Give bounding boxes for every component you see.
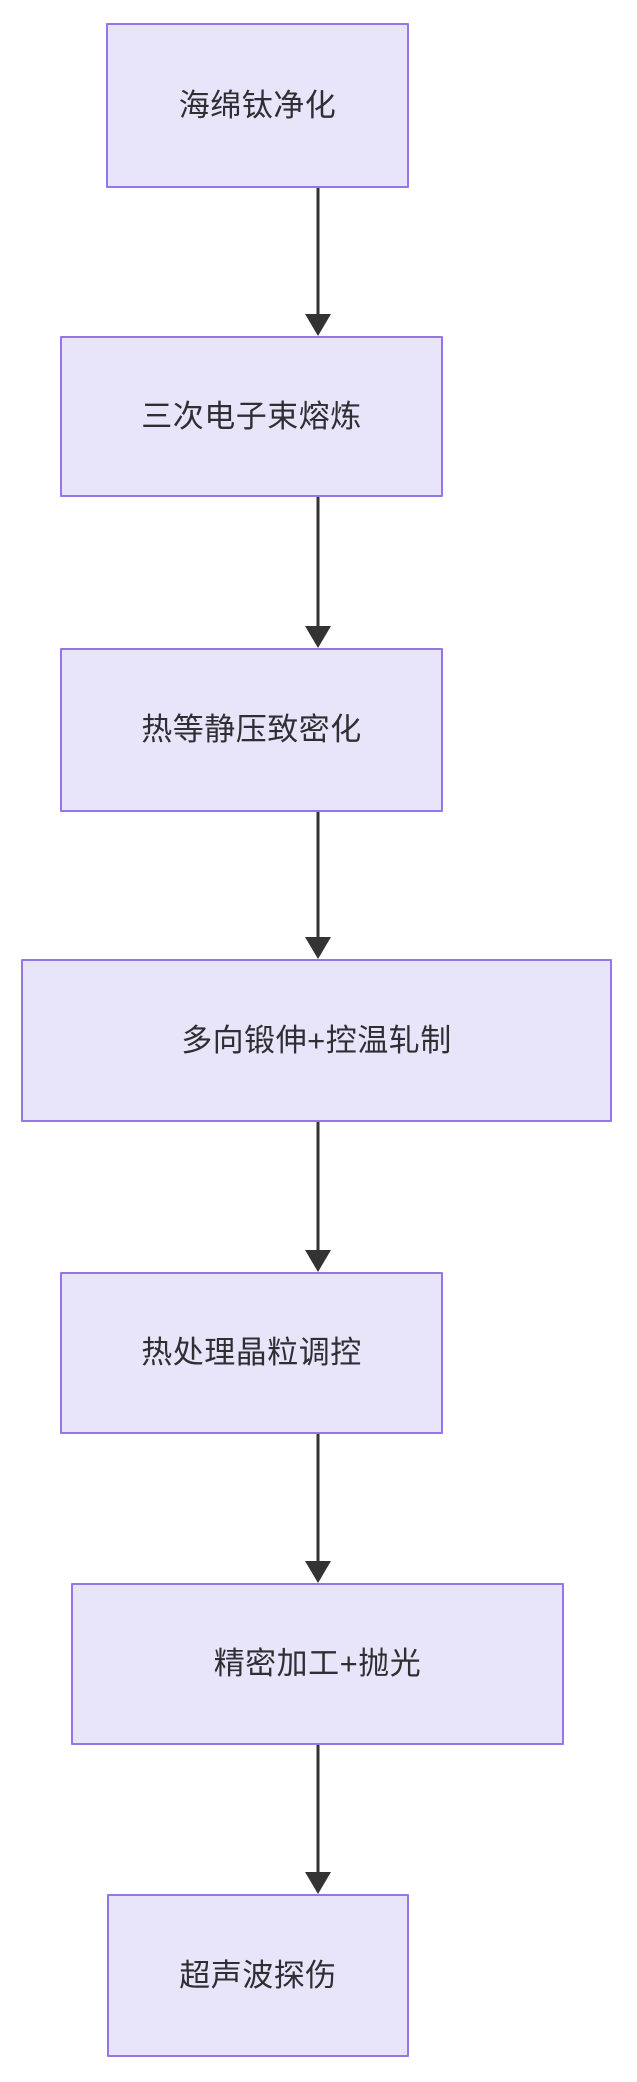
- flowchart-node-label: 热等静压致密化: [141, 712, 362, 748]
- flowchart-edge: [305, 497, 331, 648]
- flowchart-node-label: 热处理晶粒调控: [141, 1335, 362, 1371]
- flowchart-node-label: 三次电子束熔炼: [141, 398, 362, 434]
- edge-arrowhead-icon: [305, 314, 331, 336]
- flowchart-node[interactable]: 精密加工+抛光: [71, 1583, 564, 1745]
- flowchart-edge: [305, 1434, 331, 1583]
- edge-arrowhead-icon: [305, 1250, 331, 1272]
- edge-arrowhead-icon: [305, 626, 331, 648]
- flowchart-node[interactable]: 多向锻伸+控温轧制: [21, 959, 612, 1122]
- flowchart-node[interactable]: 热处理晶粒调控: [60, 1272, 443, 1434]
- edge-arrowhead-icon: [305, 1872, 331, 1894]
- flowchart-edge: [305, 1122, 331, 1272]
- edge-arrowhead-icon: [305, 937, 331, 959]
- flowchart-node[interactable]: 超声波探伤: [107, 1894, 409, 2057]
- flowchart-node[interactable]: 三次电子束熔炼: [60, 336, 443, 497]
- flowchart-edge: [305, 1745, 331, 1894]
- flowchart-edge: [305, 812, 331, 959]
- flowchart-node[interactable]: 海绵钛净化: [106, 23, 409, 188]
- flowchart-node-label: 海绵钛净化: [178, 87, 337, 123]
- flowchart-edge: [305, 188, 331, 336]
- flowchart-node-label: 超声波探伤: [179, 1957, 337, 1993]
- flowchart-node-label: 精密加工+抛光: [213, 1646, 422, 1682]
- flowchart-node-label: 多向锻伸+控温轧制: [181, 1022, 452, 1058]
- flowchart-node[interactable]: 热等静压致密化: [60, 648, 443, 812]
- edge-arrowhead-icon: [305, 1561, 331, 1583]
